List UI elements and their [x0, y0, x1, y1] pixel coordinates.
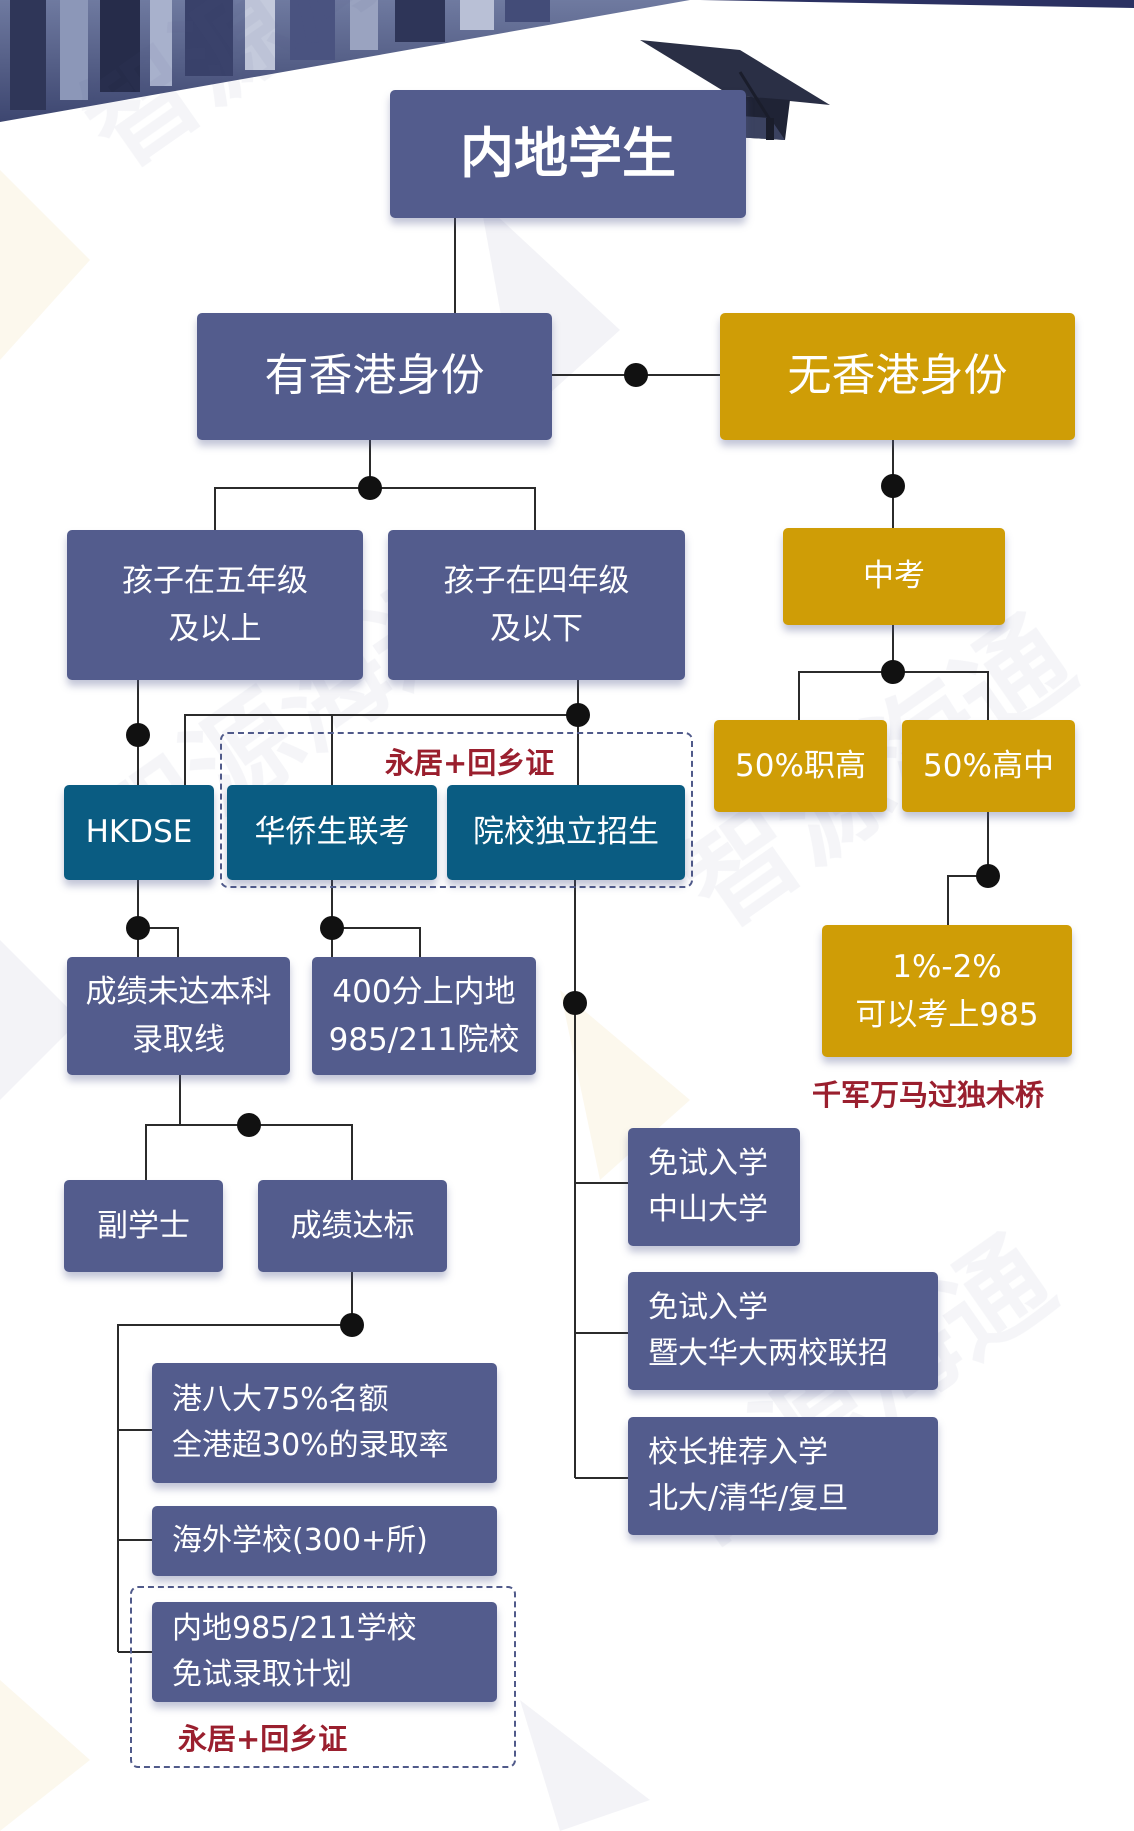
hk8-quota-line1: 港八大75%名额: [172, 1381, 389, 1417]
jinan-exempt-node: 免试入学 暨大华大两校联招: [628, 1272, 938, 1390]
residency-group-top: [220, 732, 693, 888]
without-hk-identity-node: 无香港身份: [720, 313, 1075, 440]
highschool-node: 50%高中: [902, 720, 1075, 812]
grade5-line2: 及以上: [168, 611, 262, 647]
root-node: 内地学生: [390, 90, 746, 218]
independent-admission-label: 院校独立招生: [473, 814, 659, 851]
sysu-exempt-line2: 中山大学: [648, 1192, 768, 1227]
residency-note-top: 永居+回乡证: [385, 746, 555, 780]
sysu-exempt-node: 免试入学 中山大学: [628, 1128, 800, 1246]
grade4-below-node: 孩子在四年级 及以下: [388, 530, 685, 680]
with-hk-identity-node: 有香港身份: [197, 313, 552, 440]
jinan-exempt-line2: 暨大华大两校联招: [648, 1336, 888, 1371]
not-reach-line-node: 成绩未达本科 录取线: [67, 957, 290, 1075]
sysu-exempt-line1: 免试入学: [648, 1145, 768, 1181]
rate-985-line1: 1%-2%: [892, 948, 1002, 985]
root-label: 内地学生: [460, 122, 676, 186]
hkdse-label: HKDSE: [85, 814, 193, 851]
score-met-label: 成绩达标: [290, 1207, 415, 1244]
not-reach-line1: 成绩未达本科: [85, 973, 272, 1010]
residency-group-bottom: [130, 1586, 516, 1768]
grade5-line1: 孩子在五年级: [122, 562, 308, 599]
zhongkao-label: 中考: [863, 558, 925, 595]
watermark-logo: [0, 170, 690, 1831]
mainland-exempt-line1: 内地985/211学校: [172, 1610, 417, 1646]
grade4-line1: 孩子在四年级: [443, 562, 630, 599]
rate-985-node: 1%-2% 可以考上985: [822, 925, 1072, 1057]
associate-degree-node: 副学士: [64, 1180, 223, 1272]
not-reach-line2: 录取线: [132, 1022, 225, 1058]
score-met-node: 成绩达标: [258, 1180, 447, 1272]
hk8-quota-node: 港八大75%名额 全港超30%的录取率: [152, 1363, 497, 1483]
principal-recommend-line2: 北大/清华/复旦: [648, 1481, 849, 1516]
principal-recommend-line1: 校长推荐入学: [648, 1434, 828, 1470]
zhongkao-node: 中考: [783, 528, 1005, 625]
mainland-exempt-line2: 免试录取计划: [172, 1657, 352, 1692]
rate-985-line2: 可以考上985: [855, 997, 1039, 1033]
city-skyline-banner: [0, 0, 1134, 122]
overseas-chinese-exam-label: 华侨生联考: [254, 814, 410, 851]
grade4-line2: 及以下: [490, 611, 583, 647]
hkdse-node: HKDSE: [64, 785, 214, 880]
vocational-node: 50%职高: [714, 720, 887, 812]
mainland-exempt-node: 内地985/211学校 免试录取计划: [152, 1602, 497, 1702]
score-400-line2: 985/211院校: [328, 1022, 520, 1058]
jinan-exempt-line1: 免试入学: [648, 1289, 768, 1325]
associate-degree-label: 副学士: [97, 1207, 190, 1244]
score-400-line1: 400分上内地: [332, 973, 516, 1010]
hk8-quota-line2: 全港超30%的录取率: [172, 1428, 449, 1463]
without-hk-identity-label: 无香港身份: [787, 350, 1008, 402]
highschool-label: 50%高中: [923, 747, 1054, 784]
bridge-note: 千军万马过独木桥: [812, 1078, 1045, 1112]
vocational-label: 50%职高: [735, 747, 866, 784]
overseas-schools-node: 海外学校(300+所): [152, 1506, 497, 1576]
independent-admission-node: 院校独立招生: [447, 785, 685, 880]
residency-note-bottom: 永居+回乡证: [178, 1722, 348, 1756]
overseas-schools-label: 海外学校(300+所): [172, 1522, 428, 1558]
overseas-chinese-exam-node: 华侨生联考: [227, 785, 437, 880]
grade5-above-node: 孩子在五年级 及以上: [67, 530, 363, 680]
with-hk-identity-label: 有香港身份: [264, 350, 485, 402]
score-400-node: 400分上内地 985/211院校: [312, 957, 536, 1075]
principal-recommend-node: 校长推荐入学 北大/清华/复旦: [628, 1417, 938, 1535]
